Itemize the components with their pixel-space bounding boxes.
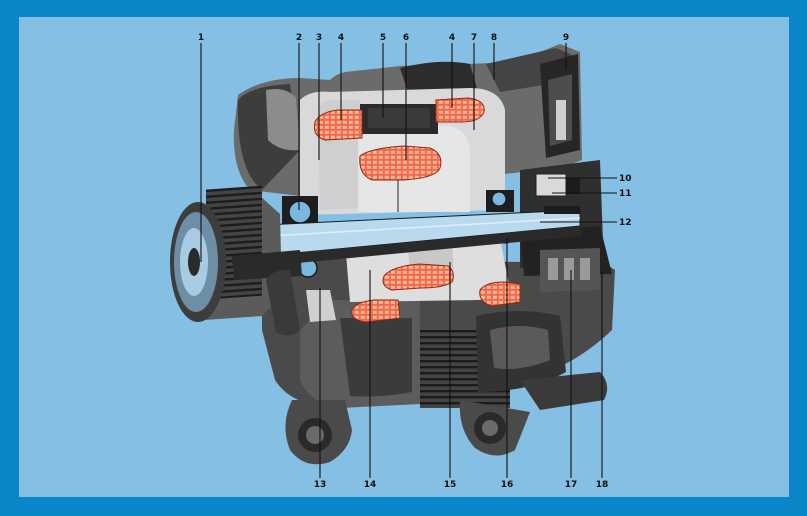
windings	[314, 97, 521, 323]
label-8: 8	[491, 33, 497, 43]
stator-core	[360, 104, 438, 134]
cooling-fan	[266, 270, 336, 336]
label-9: 9	[563, 33, 569, 43]
label-17: 17	[565, 480, 578, 490]
label-3: 3	[316, 33, 322, 43]
label-11: 11	[619, 189, 632, 199]
label-5: 5	[380, 33, 386, 43]
label-1: 1	[198, 33, 204, 43]
label-12: 12	[619, 218, 632, 228]
mounting-lugs	[285, 372, 608, 465]
label-7: 7	[471, 33, 477, 43]
leader-lines	[200, 43, 617, 478]
drive-pulley	[170, 185, 302, 322]
label-6: 6	[403, 33, 409, 43]
label-10: 10	[619, 174, 632, 184]
label-4-right: 4	[449, 33, 455, 43]
voltage-regulator	[535, 173, 580, 214]
label-18: 18	[596, 480, 609, 490]
label-2: 2	[296, 33, 302, 43]
label-4-left: 4	[338, 33, 344, 43]
label-16: 16	[501, 480, 514, 490]
label-13: 13	[314, 480, 327, 490]
label-14: 14	[364, 480, 377, 490]
callout-labels: 1 2 3 4 5 6 4 7 8 9 10 11 12 13 14 15 16…	[198, 33, 632, 490]
label-15: 15	[444, 480, 457, 490]
